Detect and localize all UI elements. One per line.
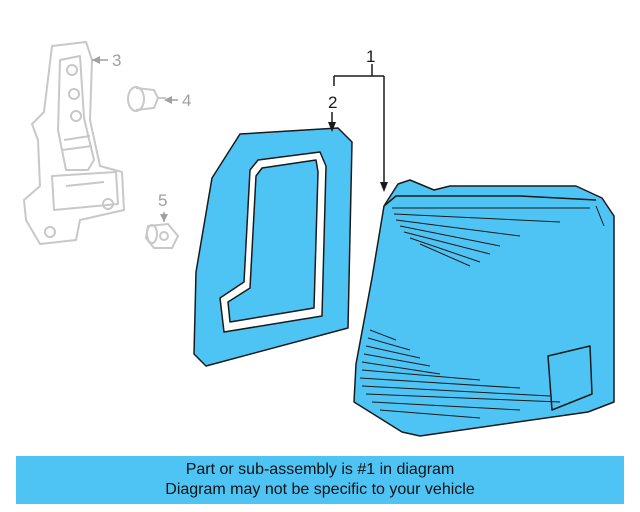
caption-line-2: Diagram may not be specific to your vehi…	[165, 481, 475, 498]
callout-3: 3	[112, 51, 121, 70]
callout-5: 5	[158, 191, 167, 210]
part4-bulb	[127, 86, 166, 112]
part1-tail-lamp	[353, 179, 615, 437]
callout-2: 2	[328, 93, 337, 112]
lens-ribs	[359, 205, 605, 419]
caption-banner: Part or sub-assembly is #1 in diagram Di…	[16, 456, 624, 504]
callout-4: 4	[182, 91, 191, 110]
part2-gasket	[193, 127, 353, 367]
part5-bulb	[144, 222, 180, 249]
caption-line-1: Part or sub-assembly is #1 in diagram	[185, 461, 455, 478]
callout-leaders	[331, 64, 385, 186]
callout-arrowheads	[328, 122, 388, 192]
callout-1: 1	[366, 47, 375, 66]
part3-bracket	[23, 41, 125, 245]
